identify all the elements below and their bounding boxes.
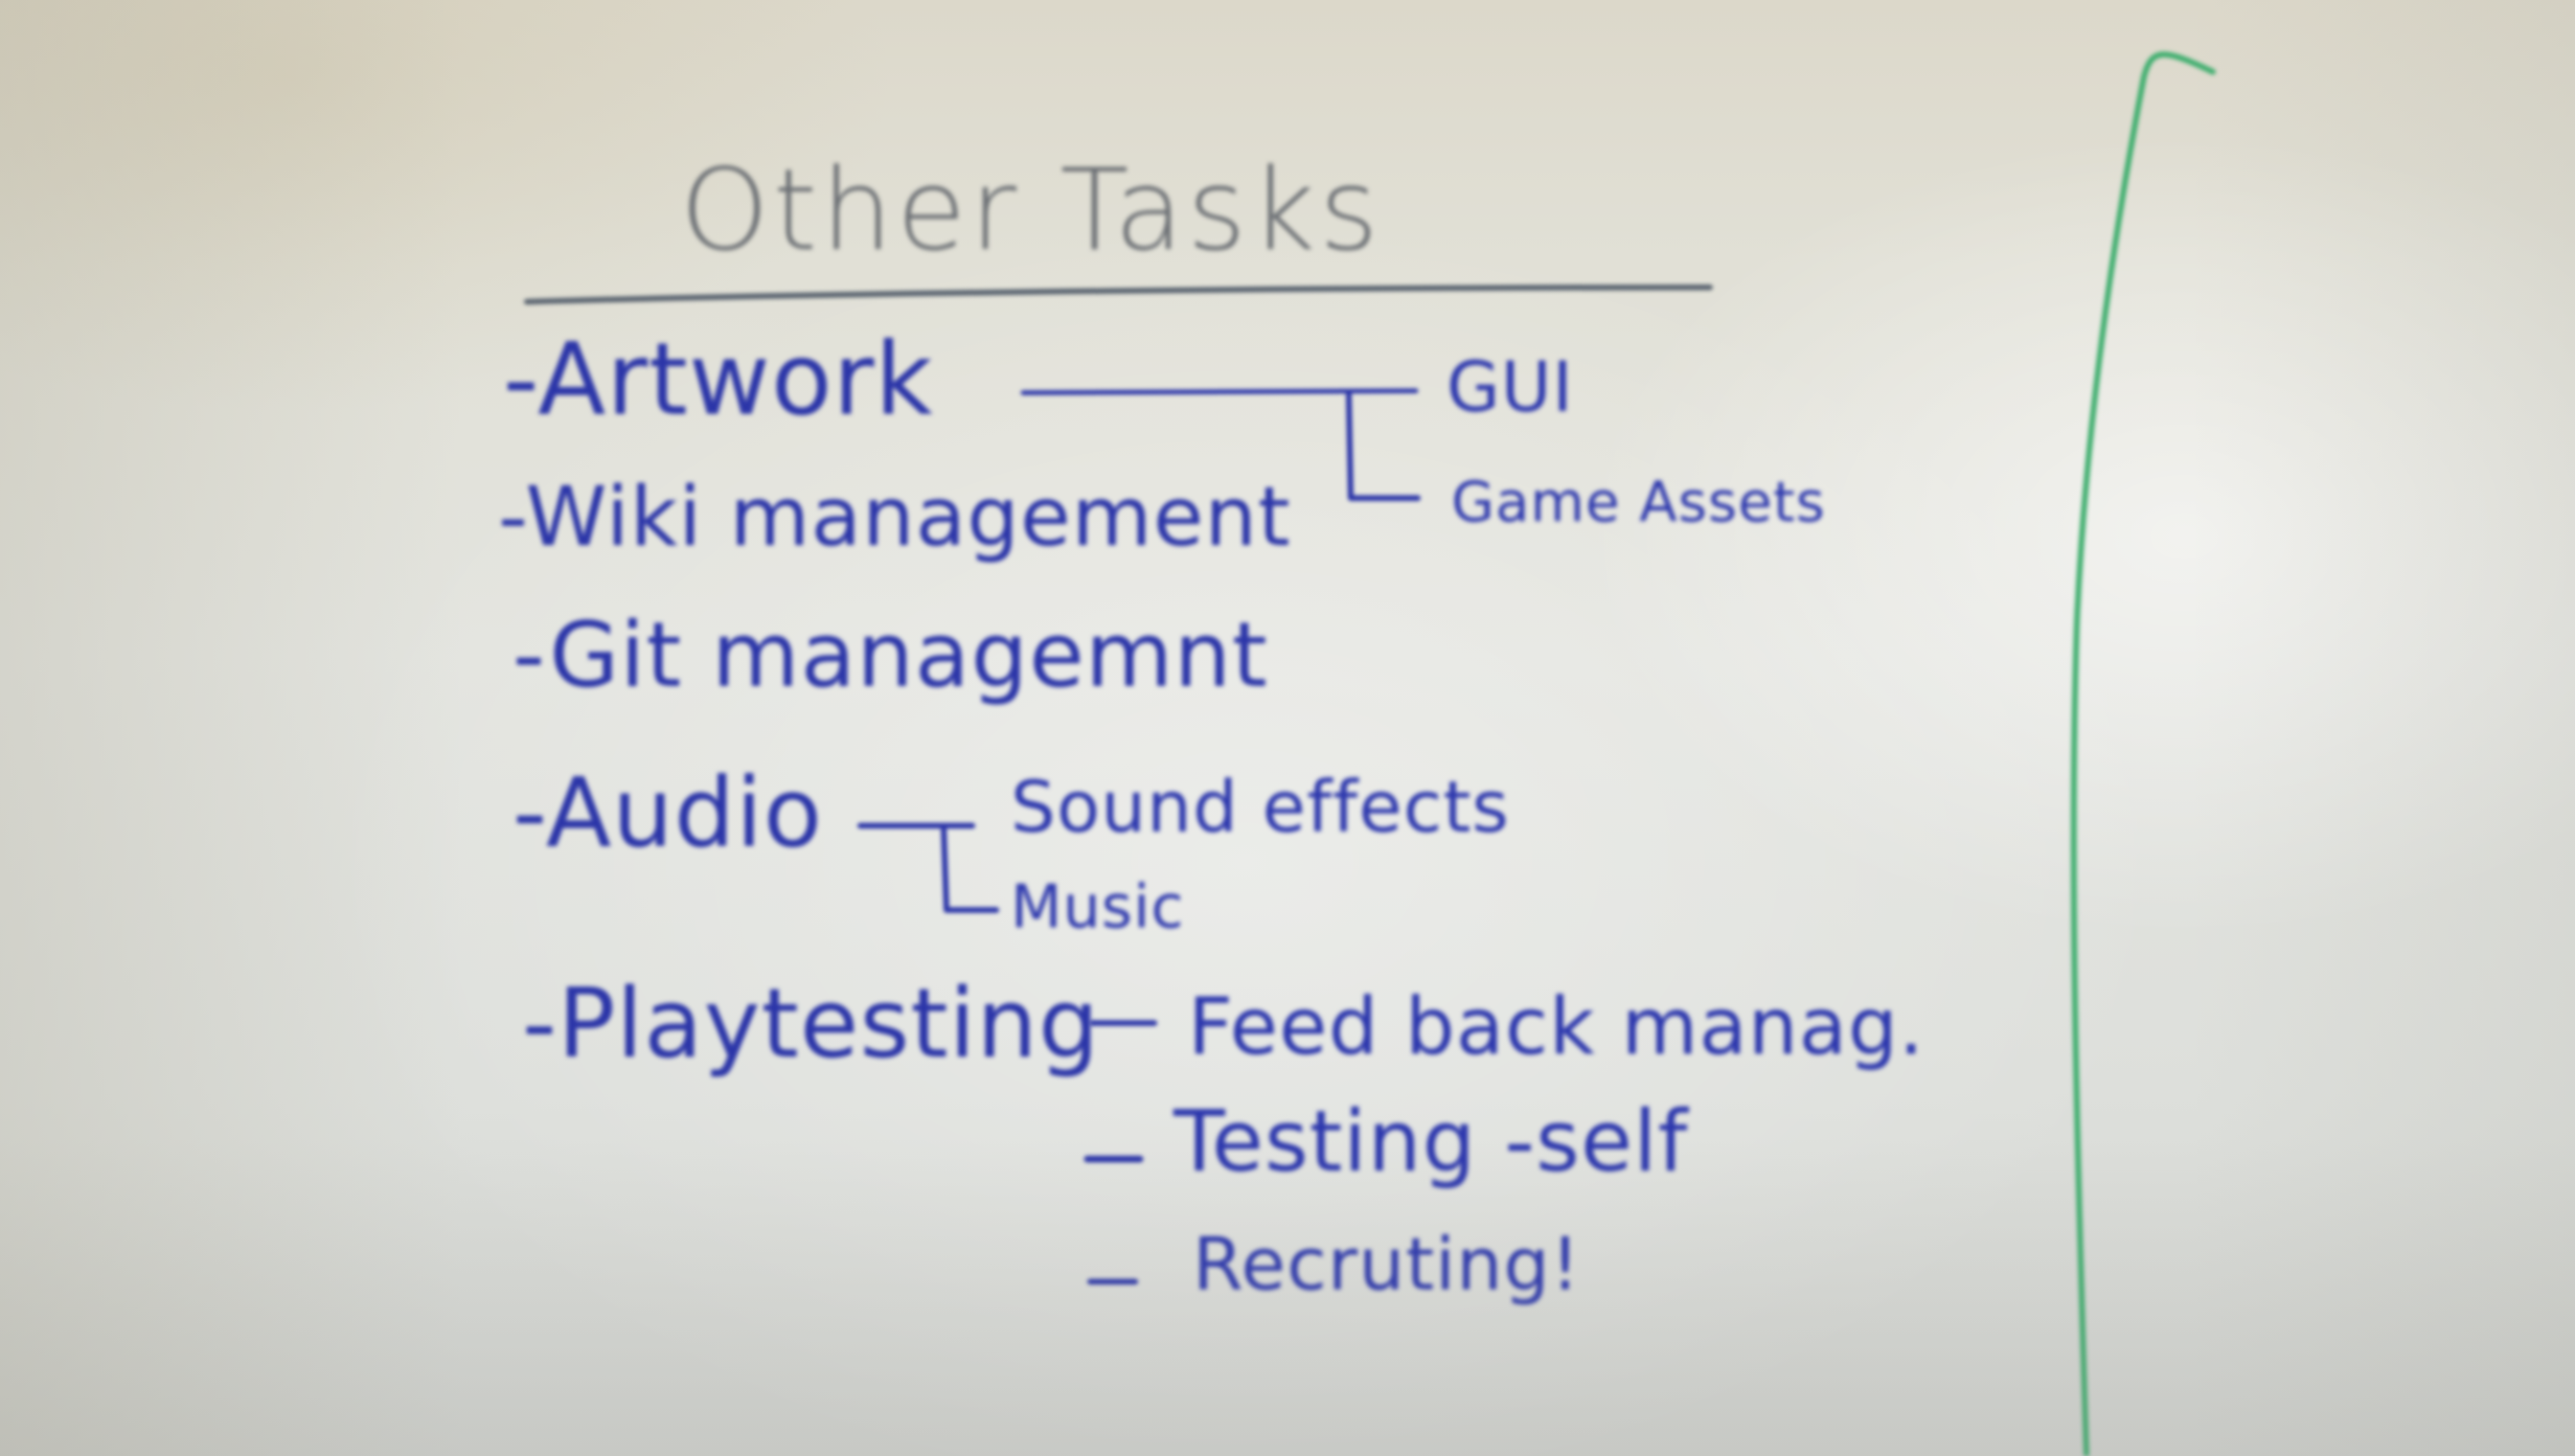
audio-sub-sound-effects: Sound effects [1011, 766, 1510, 849]
green-marker-line [2070, 51, 2216, 1456]
item-audio: -Audio [513, 757, 824, 869]
artwork-connector [1020, 388, 1419, 396]
artwork-sub-gui: GUI [1447, 347, 1574, 427]
title-underline [524, 284, 1713, 305]
artwork-sub-game-assets: Game Assets [1451, 469, 1826, 535]
item-playtesting: -Playtesting [522, 967, 1101, 1080]
playtesting-sub-testing-self: Testing -self [1174, 1092, 1689, 1191]
item-artwork: -Artwork [503, 321, 934, 438]
artwork-bracket [1346, 392, 1421, 501]
item-git-management: -Git managemnt [513, 603, 1268, 708]
item-wiki-management: -Wiki management [498, 469, 1291, 565]
audio-sub-music: Music [1011, 872, 1185, 942]
playtesting-sub-feedback: Feed back manag. [1188, 982, 1926, 1073]
playtesting-sub-recruting: Recruting! [1193, 1221, 1582, 1307]
board-title: Other Tasks [680, 144, 1382, 276]
audio-bracket [941, 823, 999, 913]
